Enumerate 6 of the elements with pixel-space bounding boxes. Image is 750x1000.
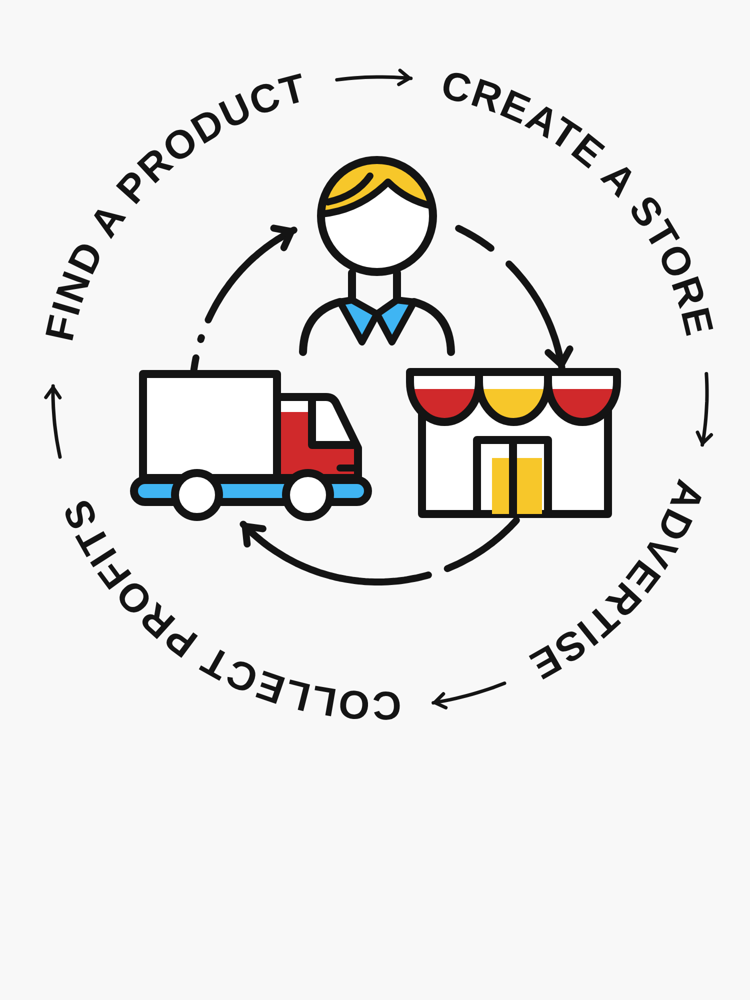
curved-arrow [455, 224, 574, 371]
curved-arrow [240, 516, 520, 586]
arrow [335, 68, 413, 86]
arrow [696, 372, 714, 447]
arrow [44, 384, 62, 459]
arrow [432, 682, 506, 710]
